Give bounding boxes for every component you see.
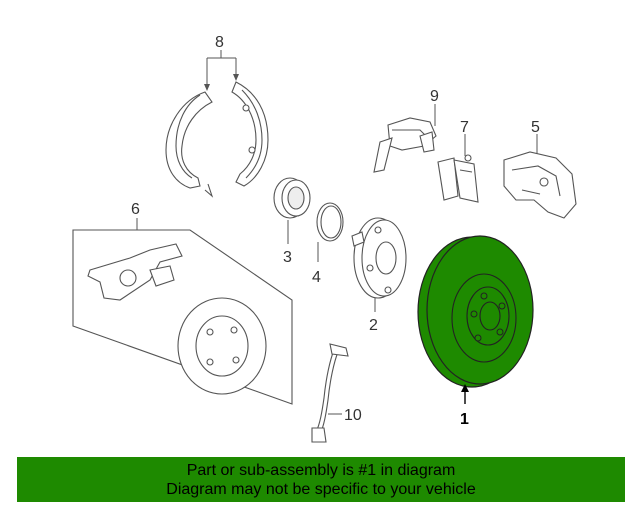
part-8-brake-shoes[interactable] xyxy=(165,81,269,198)
banner-line-2: Diagram may not be specific to your vehi… xyxy=(166,481,476,498)
info-banner: Part or sub-assembly is #1 in diagram Di… xyxy=(17,457,625,502)
callout-1-label: 1 xyxy=(460,411,469,428)
callout-1-leader xyxy=(461,384,469,404)
callout-10-label: 10 xyxy=(344,407,362,424)
part-4-snap-ring[interactable] xyxy=(316,202,344,242)
exploded-parts-diagram: 8 3 4 2 9 7 xyxy=(72,34,577,443)
callout-8-leader xyxy=(204,50,239,91)
part-3-wheel-bearing[interactable] xyxy=(273,177,311,219)
part-6-backing-plate[interactable] xyxy=(72,229,293,405)
banner-line-1: Part or sub-assembly is #1 in diagram xyxy=(186,462,456,479)
callout-2-label: 2 xyxy=(369,317,378,334)
callout-3-label: 3 xyxy=(283,249,292,266)
callout-6-label: 6 xyxy=(131,201,140,218)
callout-7-label: 7 xyxy=(460,119,469,136)
part-2-wheel-hub[interactable] xyxy=(351,217,407,299)
part-1-brake-rotor-highlighted[interactable] xyxy=(417,235,534,388)
part-5-brake-caliper[interactable] xyxy=(503,151,577,219)
callout-9-label: 9 xyxy=(430,88,439,105)
part-7-brake-pads[interactable] xyxy=(437,154,479,203)
callout-8-label: 8 xyxy=(215,34,224,51)
part-9-caliper-bracket[interactable] xyxy=(373,117,437,173)
part-10-wear-sensor[interactable] xyxy=(311,343,349,443)
callout-4-label: 4 xyxy=(312,269,321,286)
callout-5-label: 5 xyxy=(531,119,540,136)
